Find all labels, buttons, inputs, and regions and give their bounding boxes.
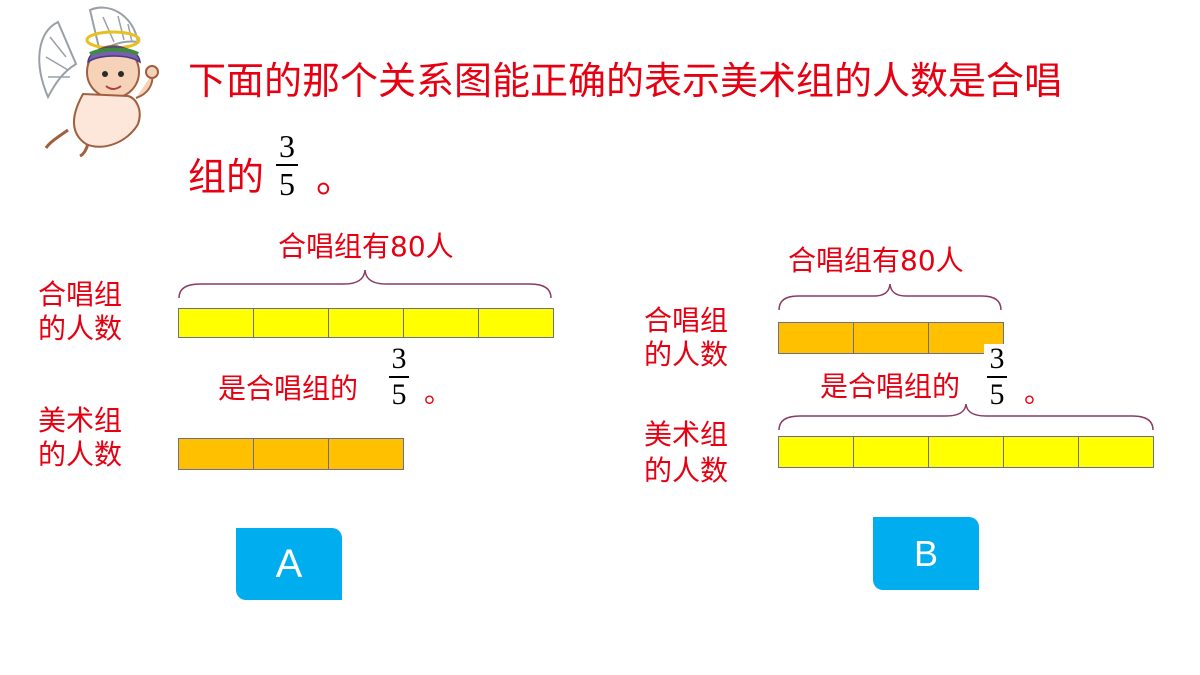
fraction-numerator: 3 [279, 128, 295, 164]
bar-segment [178, 308, 254, 338]
a-top-brace [178, 269, 552, 299]
angel-illustration [38, 6, 159, 157]
b-row1-label-line1: 合唱组 [644, 304, 729, 337]
bar-segment [178, 438, 254, 470]
bar-segment [253, 308, 329, 338]
bar-segment [853, 436, 929, 468]
b-row2-label-line1: 美术组 [644, 418, 729, 451]
bar-segment [853, 322, 929, 354]
a-row1-bar [178, 308, 554, 338]
b-row2-bar [778, 436, 1154, 468]
b-row2-label-line2: 的人数 [644, 454, 729, 487]
bar-segment [928, 436, 1004, 468]
fraction-denominator: 5 [989, 378, 1005, 411]
b-row1-bar [778, 322, 1004, 354]
bar-segment [328, 308, 404, 338]
fraction-bar [987, 376, 1007, 378]
b-relation-label: 是合唱组的 [820, 370, 961, 403]
b-top-brace [778, 283, 1002, 311]
a-relation-label: 是合唱组的 [218, 372, 359, 405]
bar-segment [1003, 436, 1079, 468]
fraction-denominator: 5 [279, 166, 295, 202]
fraction-bar [389, 376, 409, 378]
b-row1-label-line2: 的人数 [644, 338, 729, 371]
b-relation-fraction: 3 5 [984, 344, 1010, 410]
b-bottom-brace [778, 403, 1154, 431]
question-line-2: 组的 [188, 155, 265, 199]
option-a-button[interactable]: A [236, 528, 342, 600]
a-row2-label-line1: 美术组 [38, 404, 123, 437]
a-row1-label-line1: 合唱组 [38, 278, 123, 311]
a-relation-fraction: 3 5 [386, 344, 412, 410]
question-fraction: 3 5 [272, 130, 302, 200]
a-row1-label-line2: 的人数 [38, 312, 123, 345]
fraction-numerator: 3 [989, 342, 1005, 375]
question-line-1: 下面的那个关系图能正确的表示美术组的人数是合唱 [188, 59, 1063, 103]
fraction-denominator: 5 [391, 378, 407, 411]
a-row2-label-line2: 的人数 [38, 438, 123, 471]
b-top-brace-label: 合唱组有80人 [788, 244, 964, 277]
option-b-button[interactable]: B [873, 517, 979, 590]
fraction-numerator: 3 [391, 342, 407, 375]
a-row2-bar [178, 438, 404, 470]
b-relation-end: 。 [1024, 376, 1053, 409]
fraction-bar [276, 164, 298, 166]
bar-segment [778, 322, 854, 354]
bar-segment [328, 438, 404, 470]
a-relation-end: 。 [424, 376, 453, 409]
bar-segment [1078, 436, 1154, 468]
a-top-brace-label: 合唱组有80人 [278, 230, 454, 263]
bar-segment [478, 308, 554, 338]
bar-segment [403, 308, 479, 338]
bar-segment [778, 436, 854, 468]
question-end: 。 [316, 157, 355, 201]
bar-segment [253, 438, 329, 470]
